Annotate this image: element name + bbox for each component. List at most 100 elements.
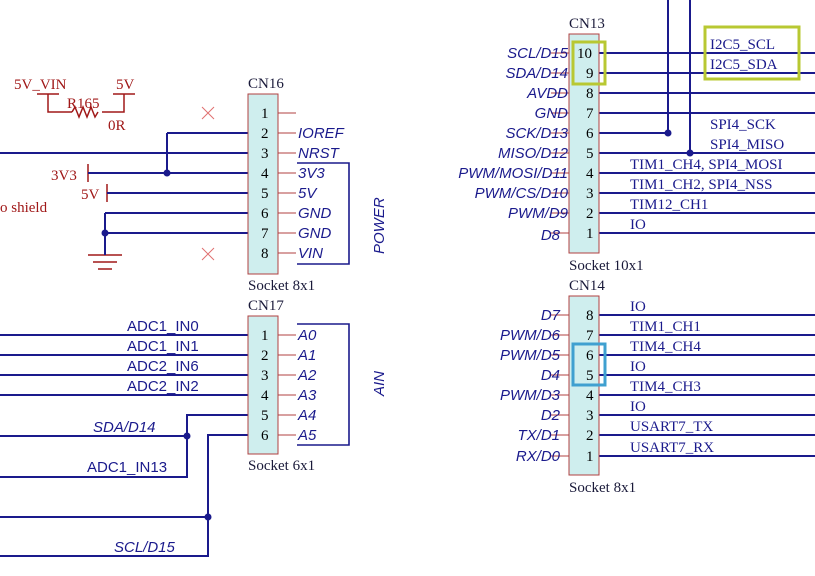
cn13-signal: PWM/CS/D10 [475, 185, 569, 202]
cn16-pin-num: 8 [261, 246, 269, 262]
cn13-pin-stubs [551, 52, 569, 234]
cn16-ref: CN16 [248, 76, 284, 92]
cn14-pin-num: 7 [586, 328, 594, 344]
cn16-pin-num: 3 [261, 146, 269, 162]
cn17-signal: A0 [297, 327, 317, 344]
cn14-pin-num: 3 [586, 408, 594, 424]
cn14-pins-highlight [571, 342, 607, 387]
net-label: ADC2_IN6 [127, 358, 199, 375]
cn13-signal: PWM/D9 [508, 205, 569, 222]
r165-resistor [71, 104, 99, 120]
cn13-pin-num: 3 [586, 186, 594, 202]
cn16-signal: IOREF [298, 125, 345, 142]
cn13-wires: I2C5_SCL I2C5_SDA SPI4_SCK SPI4_MISO TIM… [598, 0, 815, 234]
cn14-connector: CN14 8 7 6 5 4 3 2 1 D7 PWM/D6 PWM/D5 D4… [500, 278, 636, 496]
cn17-signal: A1 [297, 347, 316, 364]
cn17-signal: A4 [297, 407, 316, 424]
cn13-pin-num: 9 [586, 66, 594, 82]
ain-bracket [297, 323, 350, 446]
cn14-pin-num: 2 [586, 428, 594, 444]
cn14-pin-stubs [551, 314, 569, 457]
net-label: IO [630, 217, 646, 233]
i2c5-highlight-box [703, 25, 801, 81]
power-group-label: POWER [371, 197, 388, 254]
cn16-pin-num: 6 [261, 206, 269, 222]
cn16-signal: GND [298, 205, 332, 222]
cn17-pin-num: 4 [261, 388, 269, 404]
net-label: TIM1_CH4, SPI4_MOSI [630, 157, 783, 173]
power-bracket [297, 162, 350, 265]
net-label: USART7_TX [630, 419, 713, 435]
cn13-pin-num: 7 [586, 106, 594, 122]
cn14-signal: PWM/D6 [500, 327, 561, 344]
net-label: ADC1_IN13 [87, 459, 167, 476]
cn14-signal: RX/D0 [516, 448, 561, 465]
cn14-ref: CN14 [569, 278, 605, 294]
cn14-wires: IO TIM1_CH1 TIM4_CH4 IO TIM4_CH3 IO USAR… [598, 299, 815, 457]
net-5v-label-left: 5V [81, 187, 100, 203]
cn14-signal: D7 [541, 307, 561, 324]
cn16-socket-label: Socket 8x1 [248, 278, 315, 294]
cn14-signal: D2 [541, 407, 561, 424]
miso-wire [598, 0, 815, 154]
gnd-wire [104, 212, 248, 255]
net-label: SDA/D14 [93, 419, 156, 436]
scl-d15-wire [0, 434, 248, 518]
junction-dot [664, 129, 672, 137]
net-i2c5-sda: I2C5_SDA [710, 57, 778, 73]
cn13-pins-highlight [571, 40, 607, 86]
cn17-pin-num: 1 [261, 328, 269, 344]
net-label: IO [630, 359, 646, 375]
cn17-signal: A2 [297, 367, 317, 384]
net-label: ADC2_IN2 [127, 378, 199, 395]
net-3v3-label: 3V3 [51, 168, 77, 184]
net-5v-label-top: 5V [116, 77, 135, 93]
cn13-signal: MISO/D12 [498, 145, 569, 162]
sda-d14-wire [0, 414, 248, 437]
cn13-signal: PWM/MOSI/D11 [458, 165, 568, 182]
cn16-signal: 5V [298, 185, 318, 202]
cn14-signal: D4 [541, 367, 560, 384]
cn13-signal: D8 [541, 227, 561, 244]
cn16-signal: VIN [298, 245, 323, 262]
cn16-pin-stubs [278, 112, 296, 254]
ioref-wire [166, 132, 248, 173]
cn17-signal: A5 [297, 427, 317, 444]
net-label: TIM12_CH1 [630, 197, 708, 213]
junction-dot [101, 229, 109, 237]
cn13-signal: AVDD [526, 85, 568, 102]
cn17-pin-num: 3 [261, 368, 269, 384]
shield-text: o shield [0, 200, 48, 216]
cn14-signal: PWM/D5 [500, 347, 561, 364]
cn17-body [247, 315, 279, 455]
avdd-gnd-wires [598, 92, 815, 114]
cn16-pin-num: 5 [261, 186, 269, 202]
r165-value: 0R [108, 118, 126, 134]
ain-group-label: AIN [371, 371, 388, 397]
junction-dot [686, 149, 694, 157]
net-label: USART7_RX [630, 440, 714, 456]
5v-power-flag [102, 93, 135, 113]
net-label: ADC1_IN1 [127, 338, 199, 355]
no-connect-pin8 [201, 247, 215, 261]
cn13-signal: SCL/D15 [507, 45, 569, 62]
net-label: ADC1_IN0 [127, 318, 199, 335]
cn13-pin-num: 10 [577, 46, 592, 62]
net-spi4-miso: SPI4_MISO [710, 137, 784, 153]
net-label: IO [630, 299, 646, 315]
no-connect-pin1 [201, 106, 215, 120]
cn13-socket-label: Socket 10x1 [569, 258, 644, 274]
cn16-body [247, 93, 279, 275]
cn17-pin-stubs [278, 334, 296, 436]
scl-d15-lower-wire [0, 517, 209, 557]
sck-wire [598, 0, 669, 134]
5v-vin-power-flag [37, 93, 72, 113]
cn17-pin-num: 2 [261, 348, 269, 364]
cn14-pin-num: 6 [586, 348, 594, 364]
net-label: TIM1_CH2, SPI4_NSS [630, 177, 773, 193]
cn14-socket-label: Socket 8x1 [569, 480, 636, 496]
cn16-pin-num: 4 [261, 166, 269, 182]
cn16-pin-num: 7 [261, 226, 269, 242]
